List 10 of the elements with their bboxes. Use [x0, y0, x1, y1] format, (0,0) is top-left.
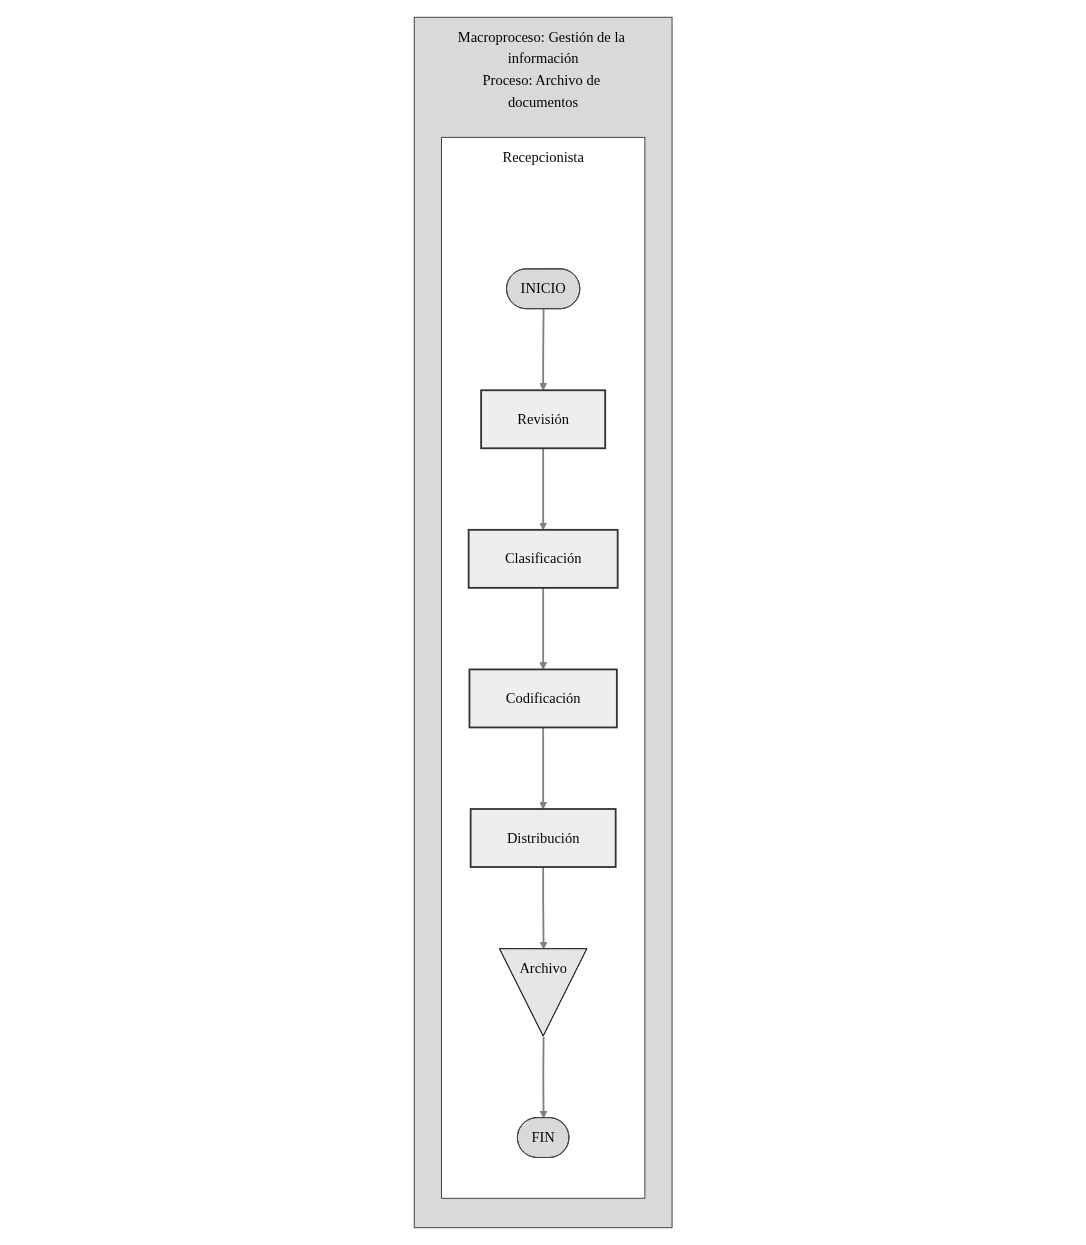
arrow: [539, 308, 547, 391]
arrow: [539, 447, 547, 531]
node-box: Clasificación: [467, 528, 619, 589]
arrow: [539, 1035, 548, 1119]
arrow: [539, 866, 548, 950]
arrow: [539, 586, 547, 670]
node-box: Revisión: [480, 389, 606, 450]
arrow: [539, 726, 547, 810]
node-box: Codificación: [468, 668, 618, 729]
node-box: Distribución: [469, 808, 617, 868]
